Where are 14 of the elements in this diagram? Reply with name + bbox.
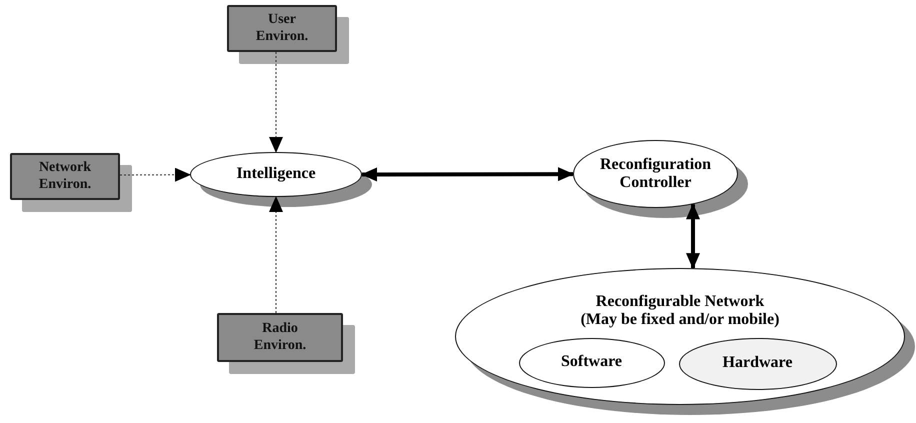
node-label: Hardware [722, 354, 792, 373]
node-label: Reconfiguration Controller [598, 156, 712, 192]
node-label: User Environ. [254, 12, 310, 45]
node-label: Reconfigurable Network [596, 293, 764, 312]
arrow [269, 196, 283, 314]
node-label: Software [560, 353, 622, 372]
arrow [361, 167, 574, 182]
arrow [686, 203, 700, 270]
arrow [120, 168, 191, 182]
node-label: Radio Environ. [252, 321, 308, 354]
node-label: Intelligence [236, 165, 316, 184]
arrow [269, 52, 283, 153]
node-label: (May be fixed and/or mobile) [580, 311, 780, 330]
node-label: Network Environ. [38, 160, 92, 193]
